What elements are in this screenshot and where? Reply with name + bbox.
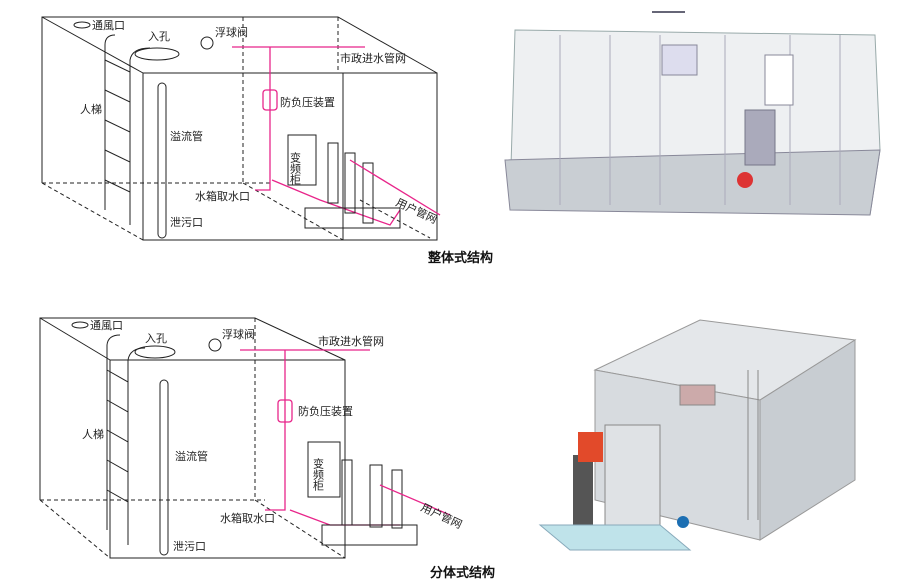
- manhole-label: 入孔: [148, 30, 170, 43]
- caption-integrated: 整体式结构: [427, 250, 493, 266]
- float-valve-label: 浮球阀: [222, 327, 255, 341]
- user-pipe-label: 用户管网: [419, 500, 465, 531]
- intake-label: 水箱取水口: [220, 511, 275, 525]
- ladder-rungs: [104, 59, 131, 193]
- intake-label: 水箱取水口: [195, 189, 250, 203]
- caption-split: 分体式结构: [430, 565, 495, 580]
- float-valve-label: 浮球阀: [215, 25, 248, 39]
- vfd-cabinet-label: 变频柜: [289, 151, 302, 186]
- overflow-label: 溢流管: [175, 449, 208, 463]
- manhole-label: 入孔: [145, 332, 167, 345]
- municipal-label: 市政进水管网: [318, 334, 384, 348]
- vent-label: 通風口: [90, 319, 123, 332]
- ladder-rungs: [106, 369, 129, 503]
- integrated-schematic: [41, 16, 441, 241]
- split-schematic: [39, 317, 451, 559]
- split-labels: 通風口 入孔 浮球阀 市政进水管网 人梯 溢流管 防负压装置 变频柜 水箱取水口…: [82, 319, 495, 580]
- drain-label: 泄污口: [170, 216, 203, 229]
- municipal-label: 市政进水管网: [340, 51, 406, 65]
- ladder-label: 人梯: [82, 428, 104, 441]
- overflow-label: 溢流管: [170, 129, 203, 143]
- vent-label: 通風口: [92, 19, 125, 32]
- drain-label: 泄污口: [173, 540, 206, 553]
- integrated-tank-render: [504, 11, 881, 216]
- integrated-labels: 通風口 入孔 浮球阀 市政进水管网 人梯 溢流管 防负压装置 变频柜 水箱取水口…: [80, 19, 493, 266]
- vfd-cabinet-label: 变频柜: [312, 457, 325, 492]
- ladder-label: 人梯: [80, 103, 102, 116]
- anti-negative-label: 防负压装置: [280, 95, 335, 109]
- split-tank-render: [538, 319, 857, 551]
- anti-negative-label: 防负压装置: [298, 404, 353, 418]
